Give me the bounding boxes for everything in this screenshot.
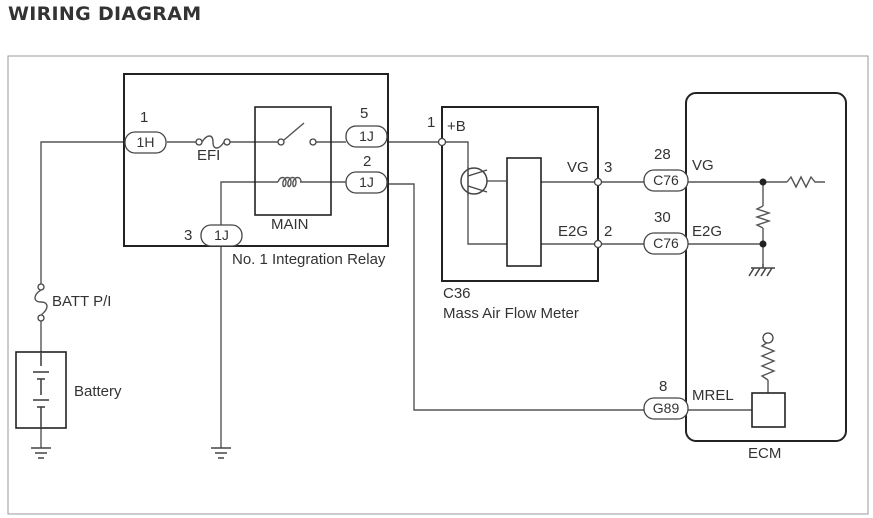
- wires: [40, 141, 787, 448]
- maf-code: C36: [443, 285, 471, 302]
- maf-pin-number: 1: [427, 114, 435, 131]
- connector-label: 1J: [359, 174, 374, 190]
- maf-pin-label: +B: [447, 118, 466, 135]
- resistor-icon: [786, 175, 825, 189]
- relay-box: [123, 73, 389, 247]
- wire-relay-to-ecm-mrel: [387, 183, 644, 411]
- maf-terminal: [593, 239, 603, 249]
- connector-label: 1J: [214, 227, 229, 243]
- maf-terminal: [593, 177, 603, 187]
- connector-c76-e2g: C76: [643, 232, 689, 255]
- connector-1j-5: 1J: [345, 125, 388, 148]
- wire-relay-internal: [167, 141, 346, 183]
- batt-fuse-icon: [34, 283, 48, 322]
- relay-main-box: [254, 106, 332, 216]
- connector-label: 1H: [137, 134, 155, 150]
- connector-c76-vg: C76: [643, 169, 689, 192]
- efi-fuse-icon: [195, 135, 231, 149]
- connector-label: 1J: [359, 128, 374, 144]
- diagram-frame: [7, 55, 869, 515]
- relay-pin-number: 3: [184, 227, 192, 244]
- chassis-ground-icon: [748, 264, 775, 277]
- supply-terminal-icon: [762, 332, 774, 344]
- wire-battery-to-relay: [40, 141, 126, 352]
- battery-label: Battery: [74, 383, 122, 400]
- connector-label: G89: [653, 400, 680, 416]
- relay-name: No. 1 Integration Relay: [232, 251, 386, 268]
- junction-dot: [759, 178, 767, 186]
- wire-relay-to-maf: [387, 141, 469, 167]
- ecm-pin-label: VG: [692, 157, 714, 174]
- efi-fuse-label: EFI: [197, 147, 220, 164]
- relay-switch-icon: [277, 122, 317, 146]
- ecm-mrel-block: [751, 392, 786, 428]
- ecm-pin-number: 30: [654, 209, 671, 226]
- maf-e2g-label: E2G: [558, 223, 588, 240]
- ecm-pin-number: 28: [654, 146, 671, 163]
- junction-dot: [759, 240, 767, 248]
- resistor-icon: [760, 341, 776, 381]
- connector-label: C76: [653, 235, 679, 251]
- relay-main-label: MAIN: [271, 216, 309, 233]
- wire-ecm-internal: [688, 182, 769, 411]
- ground-icon: [211, 447, 231, 459]
- batt-fuse-label: BATT P/I: [52, 293, 111, 310]
- connector-1j-2: 1J: [345, 171, 388, 194]
- resistor-icon: [754, 205, 772, 229]
- ecm-pin-number: 8: [659, 378, 667, 395]
- page-title: WIRING DIAGRAM: [8, 3, 202, 25]
- relay-pin-number: 1: [140, 109, 148, 126]
- relay-pin-number: 5: [360, 105, 368, 122]
- maf-vg-label: VG: [567, 159, 589, 176]
- ecm-pin-label: E2G: [692, 223, 722, 240]
- wire-maf-internal: [467, 181, 598, 245]
- connector-1h: 1H: [124, 131, 167, 154]
- ecm-box: [685, 92, 847, 442]
- maf-terminal: [437, 137, 447, 147]
- ecm-name: ECM: [748, 445, 781, 462]
- relay-coil-icon: [277, 176, 302, 188]
- battery-cell-icon: [33, 352, 49, 428]
- wire-coil-to-ground: [220, 181, 255, 448]
- connector-g89: G89: [643, 397, 689, 420]
- maf-box: [441, 106, 599, 282]
- transistor-icon: [460, 167, 507, 195]
- maf-name: Mass Air Flow Meter: [443, 305, 579, 322]
- relay-pin-number: 2: [363, 153, 371, 170]
- ground-icon: [31, 447, 51, 459]
- connector-label: C76: [653, 172, 679, 188]
- maf-sensor-element: [506, 157, 542, 267]
- maf-vg-pin: 3: [604, 159, 612, 176]
- ecm-pin-label: MREL: [692, 387, 734, 404]
- maf-e2g-pin: 2: [604, 223, 612, 240]
- connector-1j-3: 1J: [200, 224, 243, 247]
